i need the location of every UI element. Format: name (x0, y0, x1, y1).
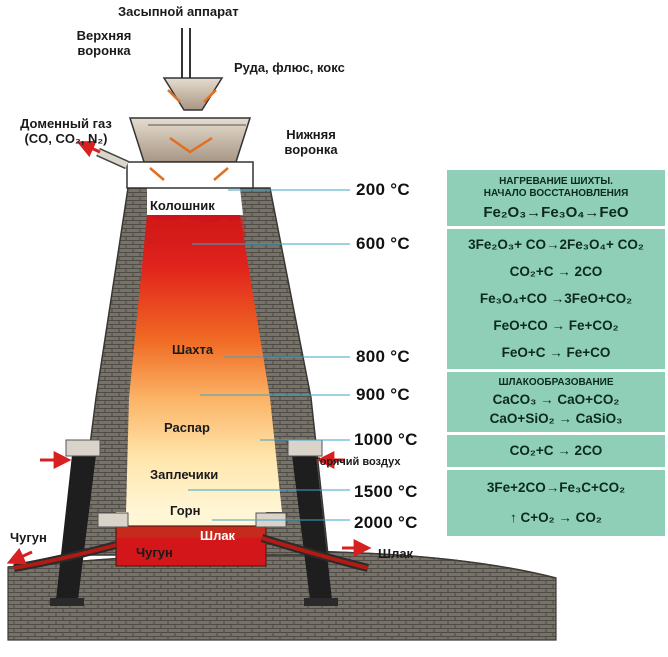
label-shaft: Шахта (172, 342, 214, 357)
label-lower-funnel: Нижняя воронка (264, 127, 358, 157)
panel-reduction-eq2: CO₂+C → 2CO (509, 264, 603, 280)
label-upper-funnel-line1: Верхняя (76, 28, 132, 43)
panel-slag: ШЛАКООБРАЗОВАНИЕ CaCO₃ → CaO+CO₂ CaO+SiO… (447, 372, 665, 432)
temp-200: 200 °C (356, 180, 410, 199)
panel-reduction-eq1: 3Fe₂O₃+ CO→2Fe₃O₄+ CO₂ (468, 237, 644, 253)
temp-900: 900 °C (356, 385, 410, 404)
iron-layer (116, 538, 266, 566)
label-lower-funnel-line2: воронка (284, 142, 338, 157)
panel-reduction-eq4: FeO+CO → Fe+CO₂ (493, 317, 619, 333)
support-columns (50, 439, 338, 606)
label-top: Колошник (150, 198, 215, 213)
panel-carburize-eq2: ↑ C+O₂ → CO₂ (510, 510, 602, 525)
panel-reduction-eq3: Fe₃O₄+CO →3FeO+CO₂ (479, 290, 633, 306)
blast-gas-arrow (76, 140, 101, 158)
label-upper-funnel-line2: воронка (77, 43, 131, 58)
label-slag-out: Шлак (378, 546, 414, 561)
iron-out-arrow (6, 547, 33, 565)
label-charging-apparatus: Засыпной аппарат (118, 4, 239, 19)
temp-600: 600 °C (356, 234, 410, 253)
panel-carburize-eq1: 3Fe+2CO→Fe₃C+CO₂ (486, 480, 626, 495)
panel-heating: НАГРЕВАНИЕ ШИХТЫ. НАЧАЛО ВОССТАНОВЛЕНИЯ … (447, 170, 665, 226)
foundation (7, 550, 557, 641)
panel-reduction-eq5: FeO+C → Fe+CO (501, 344, 611, 360)
label-lower-funnel-line1: Нижняя (286, 127, 336, 142)
panel-slag-eq1: CaCO₃ → CaO+CO₂ (492, 391, 620, 407)
label-blast-gas-line1: Доменный газ (20, 116, 112, 131)
panel-slag-eq2: CaO+SiO₂ → CaSiO₃ (489, 411, 623, 427)
charging-apparatus (126, 28, 254, 189)
panel-heating-head-line1: НАГРЕВАНИЕ ШИХТЫ. (499, 175, 613, 187)
panel-heating-head-line2: НАЧАЛО ВОССТАНОВЛЕНИЯ (483, 187, 629, 199)
label-blast-gas-line2: (CO, CO₂, N₂) (24, 131, 108, 146)
panel-carbon: CO₂+C → 2CO (447, 435, 665, 467)
panel-reduction: 3Fe₂O₃+ CO→2Fe₃O₄+ CO₂ CO₂+C → 2CO Fe₃O₄… (447, 229, 665, 369)
label-hearth: Горн (170, 503, 201, 518)
temp-2000: 2000 °C (354, 513, 418, 532)
label-bosh: Заплечики (150, 467, 219, 482)
hot-cavity (126, 215, 282, 512)
label-belly: Распар (164, 420, 210, 435)
panel-carburize: 3Fe+2CO→Fe₃C+CO₂ ↑ C+O₂ → CO₂ (447, 470, 665, 536)
panel-heating-eq: Fe₂O₃→Fe₃O₄→FeO (483, 203, 629, 221)
slag-layer (116, 526, 266, 538)
label-ore-flux-coke: Руда, флюс, кокс (234, 60, 345, 75)
label-blast-gas: Доменный газ (CO, CO₂, N₂) (6, 116, 126, 146)
panel-slag-head: ШЛАКООБРАЗОВАНИЕ (498, 376, 614, 388)
temp-800: 800 °C (356, 347, 410, 366)
leader-lines (188, 189, 350, 521)
label-upper-funnel: Верхняя воронка (58, 28, 150, 58)
top-zone (147, 188, 243, 215)
label-hot-air: Горячий воздух (314, 456, 401, 468)
label-iron-inside: Чугун (136, 545, 173, 560)
label-slag-inside: Шлак (200, 528, 236, 543)
temp-1500: 1500 °C (354, 482, 418, 501)
label-iron-out: Чугун (10, 530, 47, 545)
panel-heating-head: НАГРЕВАНИЕ ШИХТЫ. НАЧАЛО ВОССТАНОВЛЕНИЯ (484, 176, 629, 200)
panel-carbon-eq: CO₂+C → 2CO (509, 443, 603, 458)
temp-1000: 1000 °C (354, 430, 418, 449)
